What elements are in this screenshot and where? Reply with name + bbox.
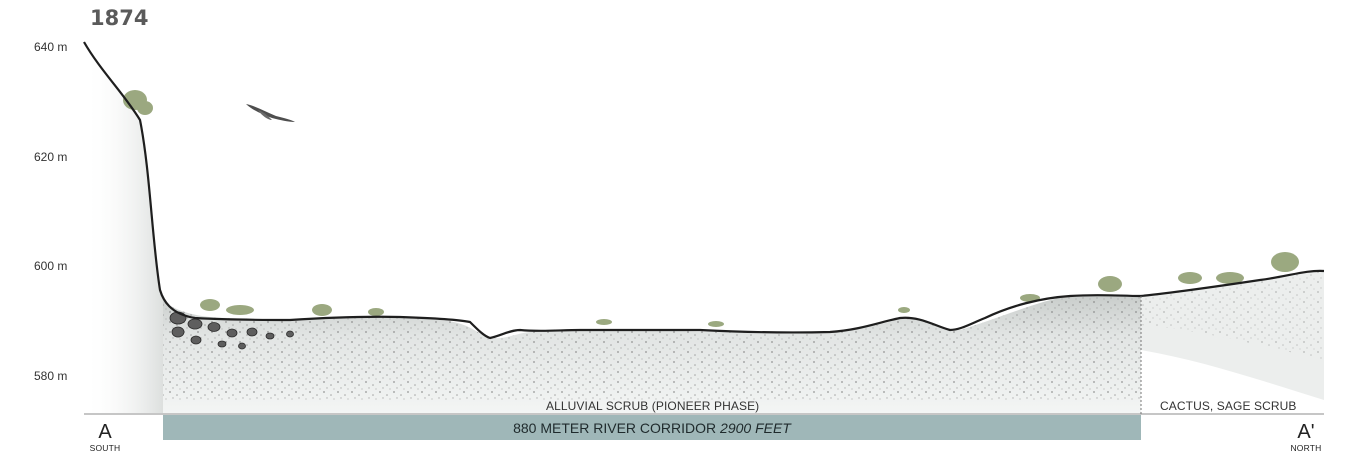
corridor-metric-label: 880 METER RIVER CORRIDOR: [513, 419, 717, 436]
section-marker-direction: SOUTH: [89, 443, 121, 453]
corridor-imperial-label: 2900 FEET: [720, 419, 791, 436]
elevation-label-580: 580 m: [34, 369, 68, 383]
elevation-label-620: 620 m: [34, 150, 68, 164]
river-corridor-label: 880 METER RIVER CORRIDOR 2900 FEET: [513, 420, 791, 436]
elevation-label-640: 640 m: [34, 40, 68, 54]
elevation-label-600: 600 m: [34, 259, 68, 273]
soil-gravel: [163, 295, 1141, 400]
section-marker-south: A SOUTH: [85, 422, 125, 453]
ground-profile-line: [83, 41, 1325, 340]
cliff-shading: [84, 42, 163, 413]
boulders: [169, 311, 294, 350]
section-marker-letter: A: [98, 421, 112, 443]
river-corridor-band: 880 METER RIVER CORRIDOR 2900 FEET: [163, 415, 1141, 440]
bird-icon: [246, 104, 295, 122]
vegetation: [123, 90, 1299, 327]
zone-label-alluvial-scrub: ALLUVIAL SCRUB (PIONEER PHASE): [546, 399, 760, 413]
zone-label-cactus-sage-scrub: CACTUS, SAGE SCRUB: [1160, 399, 1297, 413]
section-marker-north: A' NORTH: [1286, 422, 1326, 453]
section-marker-direction: NORTH: [1290, 443, 1322, 453]
section-marker-letter: A': [1297, 421, 1315, 443]
year-title: 1874: [90, 6, 149, 30]
